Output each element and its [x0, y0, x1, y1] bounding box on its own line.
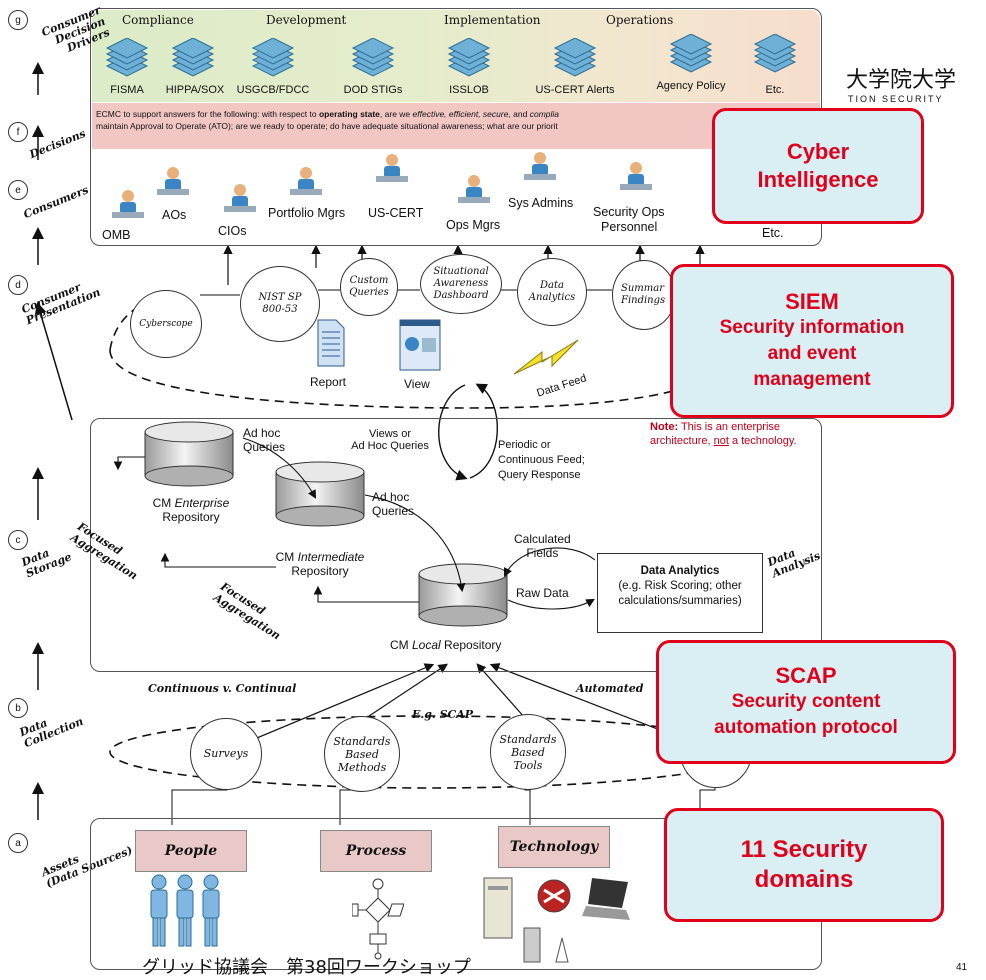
driver-isslob: ISSLOB [449, 84, 489, 96]
driver-fisma: FISMA [110, 84, 144, 96]
step-a-marker: a [8, 833, 28, 853]
document-stack-icon [669, 34, 713, 73]
local-repo-label: CM Local Repository [390, 638, 502, 652]
consumer-portfolio: Portfolio Mgrs [268, 206, 346, 220]
decision-text: ECMC to support answers for the followin… [96, 109, 560, 131]
person-at-desk-icon [290, 167, 322, 195]
report-icon [317, 319, 345, 367]
document-stack-icon [753, 34, 797, 73]
consumer-sysadmins: Sys Admins [508, 196, 574, 210]
person-at-desk-icon [524, 152, 556, 180]
consumer-aos: AOs [162, 208, 187, 222]
consumer-personnel: Personnel [601, 220, 658, 234]
node-cyberscope: Cyberscope [130, 290, 202, 358]
asset-people: People [135, 830, 247, 872]
technology-devices-icon [483, 877, 630, 963]
step-c-marker: c [8, 530, 28, 550]
consumer-etc: Etc. [762, 226, 784, 240]
step-g-marker: g [8, 10, 28, 30]
decisions-band [92, 103, 820, 149]
phase-development: Development [266, 13, 347, 27]
step-e-marker: e [8, 180, 28, 200]
cylinder-enterprise [144, 421, 234, 487]
phase-operations: Operations [606, 13, 674, 27]
consumer-secops: Security Ops [593, 205, 665, 219]
cylinder-local [418, 563, 508, 627]
consumer-cios: CIOs [218, 224, 247, 238]
automated-label: Automated [576, 682, 644, 695]
person-at-desk-icon [224, 184, 256, 212]
callout-siem: SIEM Security information and event mana… [670, 264, 954, 418]
node-surveys: Surveys [190, 718, 262, 790]
step-f-marker: f [8, 122, 28, 142]
view-label: View [404, 377, 430, 391]
callout-scap: SCAP Security content automation protoco… [656, 640, 956, 764]
driver-etc: Etc. [765, 84, 785, 96]
driver-uscert: US-CERT Alerts [535, 84, 615, 96]
driver-agency: Agency Policy [656, 80, 726, 92]
logo-en-text: TION SECURITY [848, 94, 944, 104]
scap-label: E.g. SCAP [412, 708, 474, 721]
process-flowchart-icon [352, 878, 404, 960]
phase-compliance: Compliance [122, 13, 194, 27]
report-label: Report [310, 375, 347, 389]
document-stack-icon [251, 38, 295, 77]
asset-technology: Technology [498, 826, 610, 868]
document-stack-icon [351, 38, 395, 77]
person-at-desk-icon [620, 162, 652, 190]
people-icon [150, 874, 220, 947]
phase-implementation: Implementation [444, 13, 541, 27]
person-at-desk-icon [376, 154, 408, 182]
document-stack-icon [171, 38, 215, 77]
person-at-desk-icon [112, 190, 144, 218]
driver-dod: DOD STIGs [343, 84, 403, 96]
consumer-omb: OMB [102, 228, 131, 242]
data-storage-panel [90, 418, 822, 672]
consumer-opsmgrs: Ops Mgrs [446, 218, 501, 232]
person-at-desk-icon [458, 175, 490, 203]
cylinder-intermediate [275, 461, 365, 527]
raw-data-label: Raw Data [516, 586, 569, 600]
person-at-desk-icon [157, 167, 189, 195]
view-icon [399, 319, 441, 371]
footer-text: グリッド協議会 第38回ワークショップ [142, 957, 471, 978]
document-stack-icon [553, 38, 597, 77]
driver-hippa: HIPPA/SOX [165, 84, 225, 96]
lightning-icon [513, 339, 579, 375]
logo-jp-text: 大学院大学 [846, 68, 957, 93]
page-number: 41 [956, 962, 968, 973]
consumer-uscert: US-CERT [368, 206, 424, 220]
driver-usgcb: USGCB/FDCC [236, 84, 310, 96]
step-d-marker: d [8, 275, 28, 295]
document-stack-icon [447, 38, 491, 77]
asset-process: Process [320, 830, 432, 872]
continuous-label: Continuous v. Continual [148, 682, 297, 695]
step-b-marker: b [8, 698, 28, 718]
document-stack-icon [105, 38, 149, 77]
